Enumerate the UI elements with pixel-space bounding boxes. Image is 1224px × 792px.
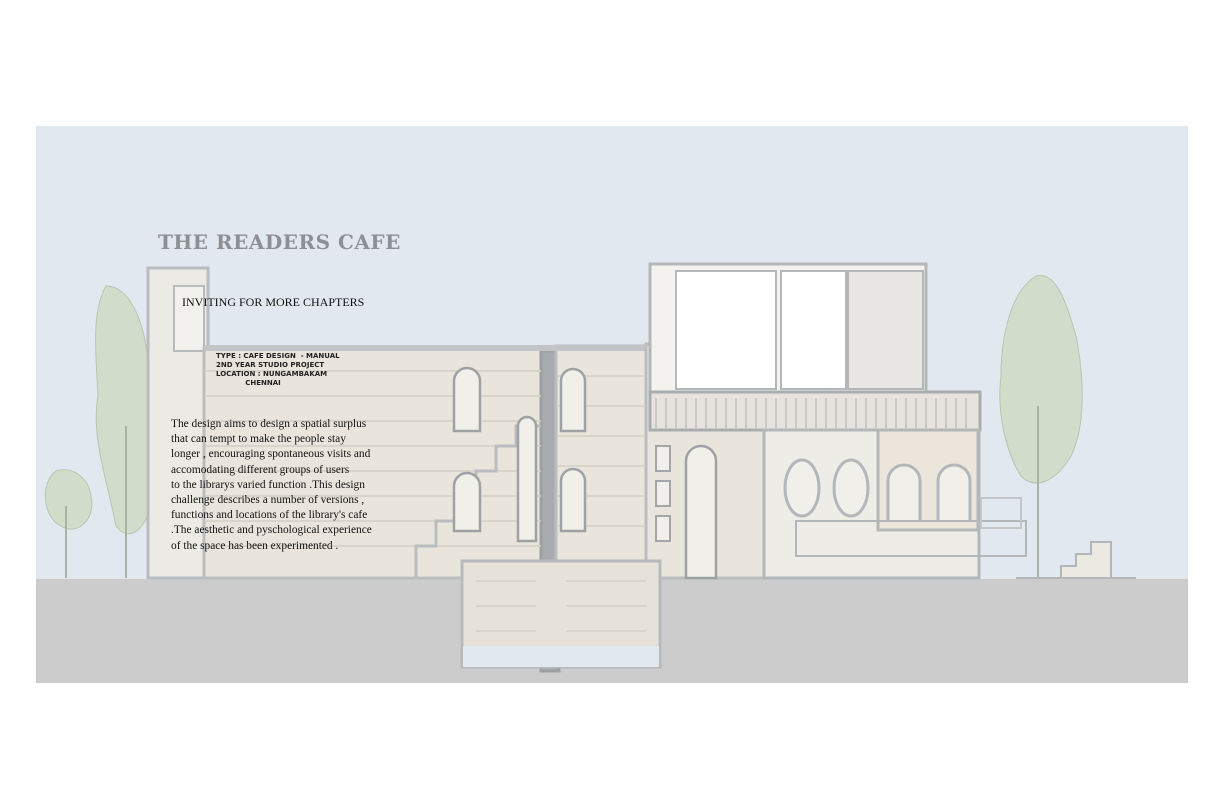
arched-windows <box>452 366 718 580</box>
tree-left <box>44 285 157 578</box>
project-meta: TYPE : CAFE DESIGN - MANUAL 2ND YEAR STU… <box>216 352 340 388</box>
meta-line: 2ND YEAR STUDIO PROJECT <box>216 361 325 369</box>
cafe-section-drawing <box>44 262 1136 673</box>
right-wing <box>762 428 1027 580</box>
small-windows <box>655 445 671 542</box>
description-line: functions and locations of the library's… <box>171 509 368 522</box>
upper-block <box>648 262 928 394</box>
description-line: challenge describes a number of versions… <box>171 494 365 507</box>
description-line: to the librarys varied function .This de… <box>171 478 365 491</box>
description-line: longer , encouraging spontaneous visits … <box>171 448 371 461</box>
description-line: accomodating different groups of users <box>171 463 350 476</box>
project-description: The design aims to design a spatial surp… <box>171 417 401 554</box>
project-title: THE READERS CAFE <box>158 230 401 254</box>
description-line: that can tempt to make the people stay <box>171 433 346 446</box>
project-subtitle: INVITING FOR MORE CHAPTERS <box>182 295 365 309</box>
right-steps <box>1060 541 1112 578</box>
description-line: .The aesthetic and pyschological experie… <box>171 524 372 537</box>
meta-line: CHENNAI <box>216 379 281 387</box>
meta-line: LOCATION : NUNGAMBAKAM <box>216 370 328 378</box>
description-line: The design aims to design a spatial surp… <box>171 418 367 430</box>
description-line: of the space has been experimented . <box>171 539 339 552</box>
basement <box>460 559 662 669</box>
meta-line: TYPE : CAFE DESIGN - MANUAL <box>216 352 340 360</box>
tiled-roof <box>648 390 982 432</box>
section-drawing-panel: THE READERS CAFE INVITING FOR MORE CHAPT… <box>36 126 1188 683</box>
